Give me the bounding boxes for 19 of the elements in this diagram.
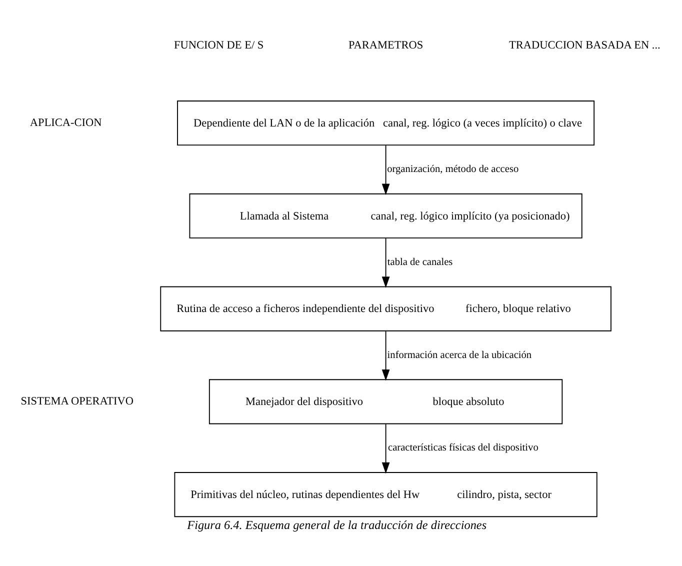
edge-label: tabla de canales — [387, 256, 453, 268]
edge-label: características físicas del dispositivo — [388, 442, 538, 454]
label: SISTEMA OPERATIVO — [20, 396, 134, 408]
node-box: Primitivas del núcleo, rutinas dependientes del Hw cilindro, pista, sector — [174, 472, 598, 518]
label: FUNCION DE E/ S — [174, 40, 264, 52]
arrow — [382, 424, 390, 474]
node-box: Manejador del dispositivo bloque absoluto — [208, 379, 563, 424]
edge-label: información acerca de la ubicación — [387, 350, 532, 361]
node-box: Dependiente del LAN o de la aplicación canal, reg. lógico (a veces implícito) o clave — [177, 100, 595, 146]
arrow — [382, 145, 390, 195]
arrow — [382, 330, 390, 381]
caption: Figura 6.4. Esquema general de la traducción de direcciones — [187, 518, 487, 532]
node-box: Rutina de acceso a ficheros independiente del dispositivo fichero, bloque relativo — [160, 286, 612, 332]
arrow — [382, 238, 390, 288]
label: PARAMETROS — [348, 40, 424, 52]
label: APLICA-CION — [30, 116, 102, 129]
edge-label: organización, método de acceso — [387, 164, 519, 176]
node-box: Llamada al Sistema canal, reg. lógico implícito (ya posicionado) — [189, 193, 582, 238]
label: TRADUCCION BASADA EN ... — [509, 40, 660, 52]
